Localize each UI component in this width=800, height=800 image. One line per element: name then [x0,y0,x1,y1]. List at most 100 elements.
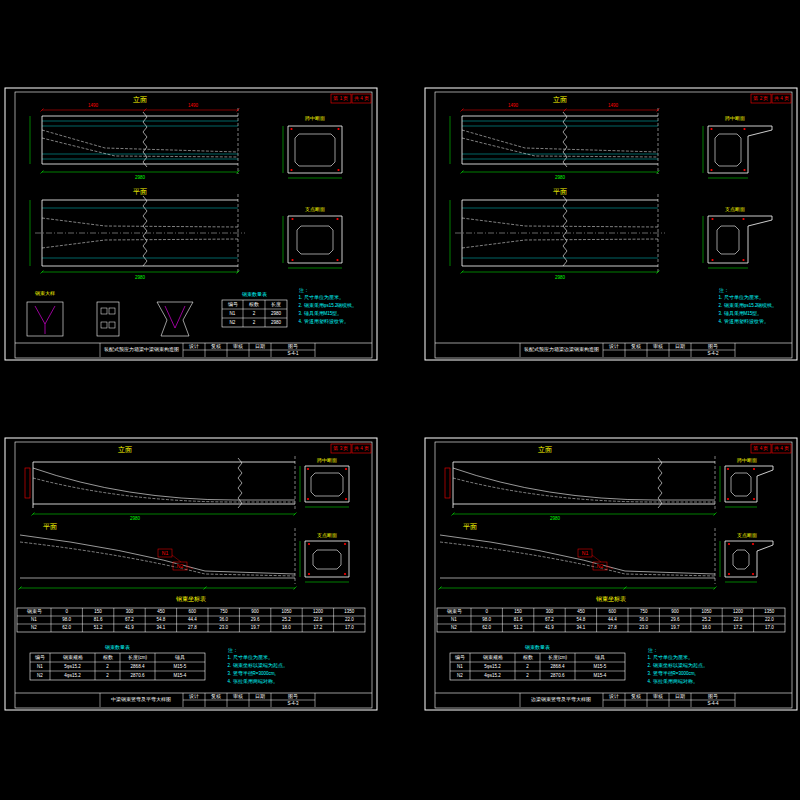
box-void [297,226,333,254]
beam-line [462,159,658,160]
anchor-detail [165,306,185,328]
table-border [17,608,365,632]
table-cell: 25.2 [282,618,292,623]
table-cell: 62.0 [62,626,72,631]
beam-line [462,121,658,122]
page-box [772,94,791,103]
table-cell: 1200 [312,610,323,615]
dimension-line [725,507,757,508]
tendon-line [42,218,238,227]
dimension-line [462,172,658,173]
tendon-curve [20,535,295,574]
page-box [352,444,371,453]
dimension-text: 1490 [507,104,518,109]
dimension-line [305,582,349,583]
dimension-tick [657,171,660,174]
beam-line [462,154,658,155]
dimension-line [42,110,238,111]
dimension-line [453,514,715,515]
title-block-cell: 设计 [189,344,200,349]
table-cell: 钢束号 [26,610,42,615]
detail-outline [109,308,115,314]
sheet-frame [5,88,377,360]
beam-line [42,126,238,127]
dimension-tick [237,171,240,174]
dimension-tick [461,271,464,274]
table-cell: 450 [157,610,166,615]
dimension-line [288,178,342,179]
table-cell: 41.9 [545,626,555,631]
table-cell: 2980 [270,311,281,316]
tendon-dot [337,169,339,171]
table-cell: 编号 [227,302,238,307]
plan-axis [440,578,715,579]
table-cell: 1350 [764,610,775,615]
anchor-mark [445,468,450,498]
callout-box [158,549,172,557]
inner-frame [435,92,792,358]
view-title: 平面 [553,189,568,196]
dimension-tick [204,587,207,590]
table-cell: 36.0 [219,618,229,623]
box-void [311,473,343,496]
note-text: 4. 管道用塑料波纹管。 [718,320,769,325]
table-line [239,608,240,632]
table-cell: 29.6 [670,618,680,623]
box-section-outline [288,126,342,173]
dimension-line [462,110,658,111]
table-cell: 600 [188,610,197,615]
beam-edge [462,200,658,201]
table-cell: 23.0 [219,626,229,631]
table-cell: N2 [229,320,236,325]
note-text: 注： [298,288,309,293]
tendon-dot [728,543,730,545]
tendon-dot [291,259,293,261]
note-text: 4. 张拉采用两端对称。 [227,680,278,685]
table-line [208,608,209,632]
view-title: 平面 [43,524,58,531]
tendon-dot [711,259,713,261]
tendon-dot [743,128,745,130]
table-line [515,653,516,680]
table-cell: 67.2 [125,618,135,623]
beam-line [42,121,238,122]
dimension-line [450,116,451,164]
table-line [265,300,266,327]
beam-edge [42,200,238,201]
table-cell: 27.8 [607,626,617,631]
detail-title: 钢束大样 [35,291,56,296]
tendon-line [462,130,658,152]
dimension-line [708,178,748,179]
note-text: 2. 钢束坐标以梁端为起点。 [227,664,288,669]
table-cell: M15-4 [593,673,607,678]
table-cell: N1 [31,618,38,623]
dimension-line [703,126,704,173]
note-text: 1. 尺寸单位为厘米。 [718,296,764,301]
section-title: 支点断面 [305,207,326,212]
anchor-mark [25,468,30,498]
detail-outline [27,302,63,336]
tendon-line [42,239,238,248]
table-cell: 22.8 [733,618,743,623]
note-text: 2. 钢束采用φs15.2钢绞线。 [718,304,778,309]
table-line [533,608,534,632]
tendon-dot [344,543,346,545]
title-block-cell: 审核 [233,344,244,349]
table-line [243,300,244,327]
table-line [145,608,146,632]
tendon-line [42,130,238,152]
table-line [450,671,625,672]
title-block-cell: 复核 [631,344,642,349]
table-line [155,653,156,680]
leader-line [172,555,181,562]
drawing-sheet [425,438,797,710]
table-cell: 钢束规格 [62,655,83,660]
table-cell: 编号 [455,655,466,660]
table-cell: N2 [31,626,38,631]
table-title: 钢束数量表 [241,292,267,297]
dimension-tick [461,171,464,174]
table-line [722,608,723,632]
table-line [82,608,83,632]
table-line [270,608,271,632]
table-cell: 62.0 [482,626,492,631]
